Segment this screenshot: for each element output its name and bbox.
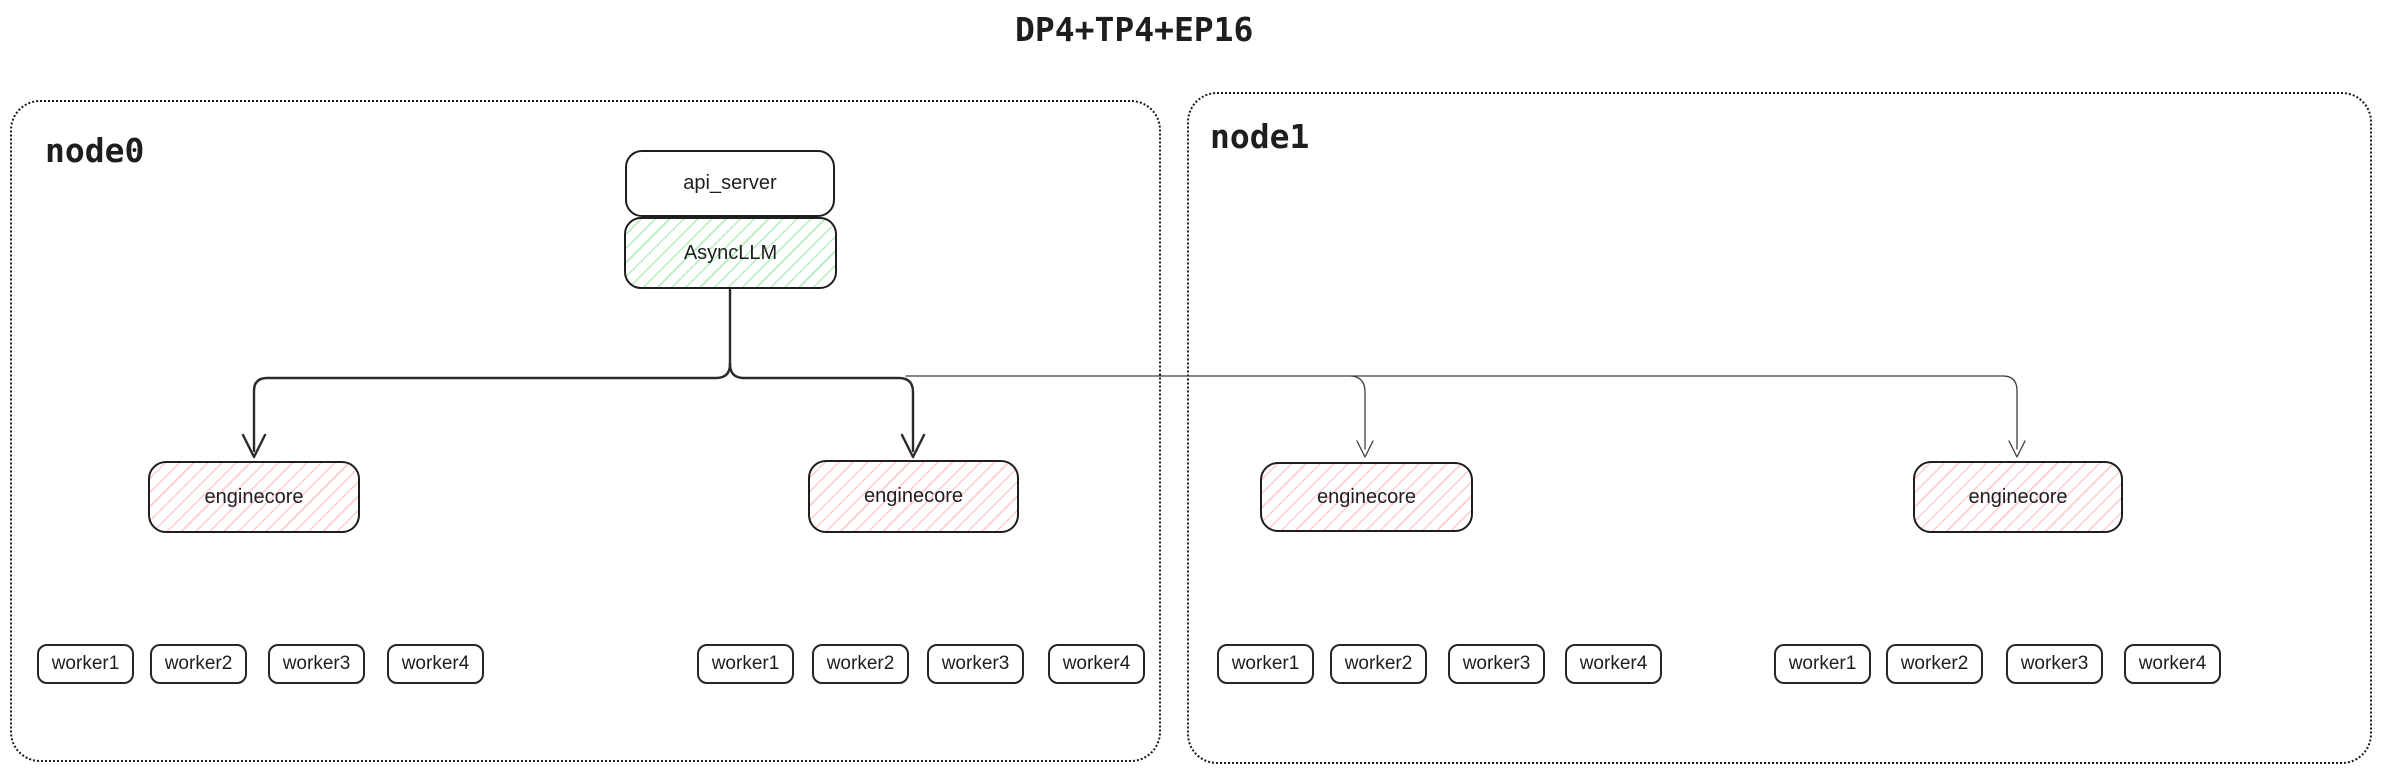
worker-box: worker2 bbox=[1330, 644, 1427, 684]
asyncllm-label: AsyncLLM bbox=[683, 241, 778, 264]
enginecore-label: enginecore bbox=[1317, 485, 1416, 508]
enginecore-label: enginecore bbox=[204, 485, 304, 508]
worker-box: worker1 bbox=[1217, 644, 1314, 684]
worker-box: worker4 bbox=[2124, 644, 2221, 684]
node1-label: node1 bbox=[1210, 117, 1310, 156]
worker-box: worker1 bbox=[697, 644, 794, 684]
node1-enginecore2-box: enginecore bbox=[1913, 461, 2123, 533]
worker-box: worker3 bbox=[268, 644, 365, 684]
worker-box: worker1 bbox=[37, 644, 134, 684]
worker-box: worker4 bbox=[387, 644, 484, 684]
node1-enginecore1-box: enginecore bbox=[1260, 462, 1473, 532]
node0-enginecore1-box: enginecore bbox=[148, 461, 360, 533]
enginecore-label: enginecore bbox=[864, 485, 963, 507]
worker-box: worker2 bbox=[812, 644, 909, 684]
api-server-box: api_server bbox=[625, 150, 835, 217]
worker-box: worker4 bbox=[1048, 644, 1145, 684]
worker-box: worker3 bbox=[1448, 644, 1545, 684]
enginecore-label: enginecore bbox=[1968, 485, 2068, 508]
worker-box: worker2 bbox=[150, 644, 247, 684]
worker-box: worker4 bbox=[1565, 644, 1662, 684]
worker-box: worker2 bbox=[1886, 644, 1983, 684]
worker-box: worker3 bbox=[2006, 644, 2103, 684]
diagram-title: DP4+TP4+EP16 bbox=[1015, 10, 1254, 49]
node0-label: node0 bbox=[45, 131, 145, 170]
asyncllm-box: AsyncLLM bbox=[624, 217, 837, 289]
api-server-label: api_server bbox=[683, 172, 777, 194]
worker-box: worker1 bbox=[1774, 644, 1871, 684]
node0-enginecore2-box: enginecore bbox=[808, 460, 1019, 533]
worker-box: worker3 bbox=[927, 644, 1024, 684]
